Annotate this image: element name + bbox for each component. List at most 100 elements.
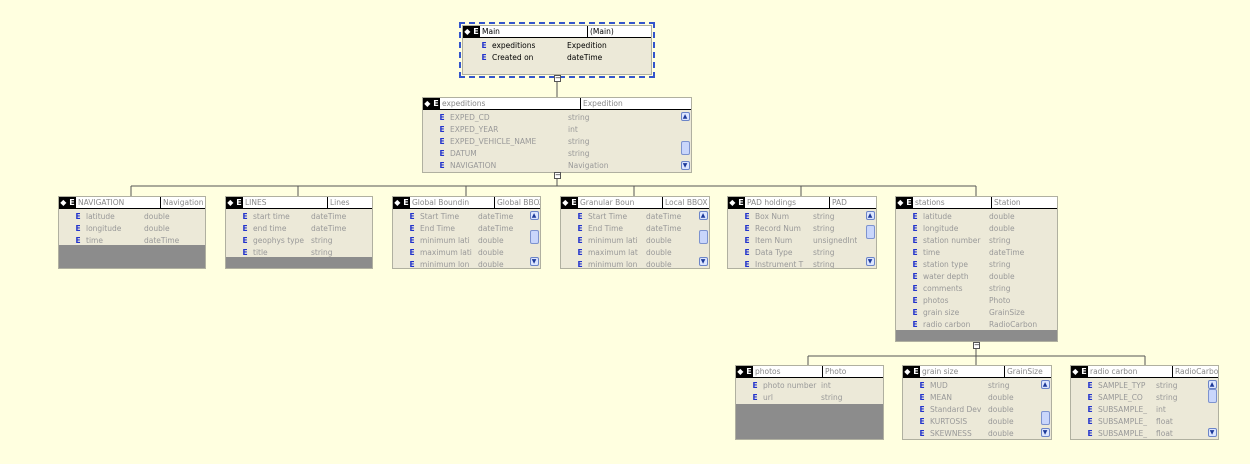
scroll-down-icon[interactable]: ▼	[680, 161, 690, 170]
scroll-track[interactable]	[865, 220, 875, 257]
scroll-thumb[interactable]	[529, 230, 539, 244]
collapse-toggle-icon[interactable]: −	[554, 171, 561, 179]
scroll-thumb[interactable]	[1040, 411, 1050, 425]
scrollbar[interactable]: ▲▼	[865, 211, 875, 266]
scroll-track[interactable]	[1207, 389, 1217, 428]
collapse-toggle-icon[interactable]: −	[973, 341, 980, 349]
scroll-track[interactable]	[698, 220, 708, 257]
scroll-thumb[interactable]	[865, 225, 875, 239]
scroll-up-icon[interactable]: ▲	[1040, 380, 1050, 389]
scroll-track[interactable]	[1040, 389, 1050, 428]
scroll-down-icon[interactable]: ▼	[865, 257, 875, 266]
scroll-down-icon[interactable]: ▼	[1040, 428, 1050, 437]
scroll-up-icon[interactable]: ▲	[680, 112, 690, 121]
scrollbar[interactable]: ▲▼	[529, 211, 539, 266]
scrollbar[interactable]: ▲▼	[698, 211, 708, 266]
scrollbar[interactable]: ▲▼	[680, 112, 690, 170]
scroll-thumb[interactable]	[680, 141, 690, 155]
scroll-up-icon[interactable]: ▲	[529, 211, 539, 220]
scroll-up-icon[interactable]: ▲	[698, 211, 708, 220]
scroll-track[interactable]	[529, 220, 539, 257]
scroll-down-icon[interactable]: ▼	[529, 257, 539, 266]
scroll-up-icon[interactable]: ▲	[1207, 380, 1217, 389]
scroll-up-icon[interactable]: ▲	[865, 211, 875, 220]
scroll-down-icon[interactable]: ▼	[698, 257, 708, 266]
scrollbar[interactable]: ▲▼	[1040, 380, 1050, 437]
scroll-thumb[interactable]	[1207, 389, 1217, 403]
scroll-down-icon[interactable]: ▼	[1207, 428, 1217, 437]
scroll-thumb[interactable]	[698, 230, 708, 244]
collapse-toggle-icon[interactable]: −	[554, 74, 561, 82]
